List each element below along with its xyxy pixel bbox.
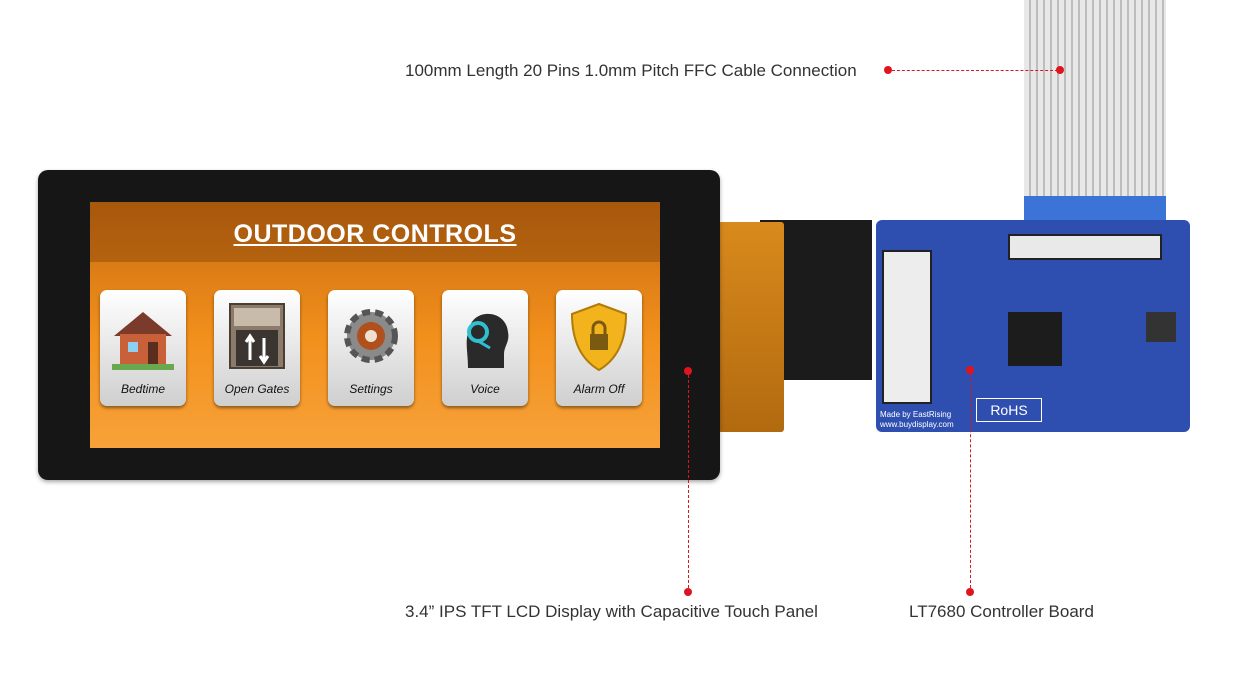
silk-url: www.buydisplay.com bbox=[880, 420, 954, 429]
voice-head-icon bbox=[466, 313, 509, 368]
callout-display-dot-end bbox=[684, 588, 692, 596]
rohs-mark: RoHS bbox=[976, 398, 1042, 422]
callout-board-text: LT7680 Controller Board bbox=[909, 602, 1094, 621]
voice-label: Voice bbox=[470, 382, 500, 396]
shield-lock-icon bbox=[570, 302, 628, 372]
callout-board-dot-start bbox=[966, 366, 974, 374]
fpc-orange-flex bbox=[718, 222, 784, 432]
house-icon bbox=[112, 312, 174, 370]
open-gates-label: Open Gates bbox=[224, 382, 290, 396]
callout-board-line bbox=[970, 374, 971, 588]
gear-icon bbox=[344, 309, 398, 363]
open-gates-button[interactable]: Open Gates bbox=[214, 290, 300, 406]
board-ffc-connector bbox=[1008, 234, 1162, 260]
callout-display-line bbox=[688, 375, 689, 588]
voice-button[interactable]: Voice bbox=[442, 290, 528, 406]
callout-cable-text: 100mm Length 20 Pins 1.0mm Pitch FFC Cab… bbox=[405, 61, 857, 80]
screen-title: OUTDOOR CONTROLS bbox=[233, 220, 517, 248]
settings-button[interactable]: Settings bbox=[328, 290, 414, 406]
lcd-display-module: OUTDOOR CONTROLS Bedtime Open Gates bbox=[38, 170, 720, 480]
board-fpc-socket bbox=[882, 250, 932, 404]
bedtime-button[interactable]: Bedtime bbox=[100, 290, 186, 406]
inductor bbox=[1146, 312, 1176, 342]
alarm-off-label: Alarm Off bbox=[573, 382, 625, 396]
gate-icon bbox=[229, 303, 285, 369]
callout-display-text: 3.4” IPS TFT LCD Display with Capacitive… bbox=[405, 602, 818, 621]
silk-made-by: Made by EastRising bbox=[880, 410, 952, 419]
controller-board: Made by EastRising www.buydisplay.com Ro… bbox=[876, 220, 1190, 432]
settings-label: Settings bbox=[349, 382, 393, 396]
callout-cable-dot-start bbox=[884, 66, 892, 74]
callout-cable-line bbox=[892, 70, 1058, 71]
controller-chip bbox=[1008, 312, 1062, 366]
lcd-screen: OUTDOOR CONTROLS Bedtime Open Gates bbox=[90, 202, 660, 448]
ffc-cable bbox=[1024, 0, 1166, 222]
bedtime-label: Bedtime bbox=[120, 382, 166, 396]
screen-title-band bbox=[90, 202, 660, 262]
callout-display-dot-start bbox=[684, 367, 692, 375]
alarm-off-button[interactable]: Alarm Off bbox=[556, 290, 642, 406]
callout-cable-dot-end bbox=[1056, 66, 1064, 74]
callout-board-dot-end bbox=[966, 588, 974, 596]
ffc-cable-connector-tip bbox=[1024, 196, 1166, 222]
